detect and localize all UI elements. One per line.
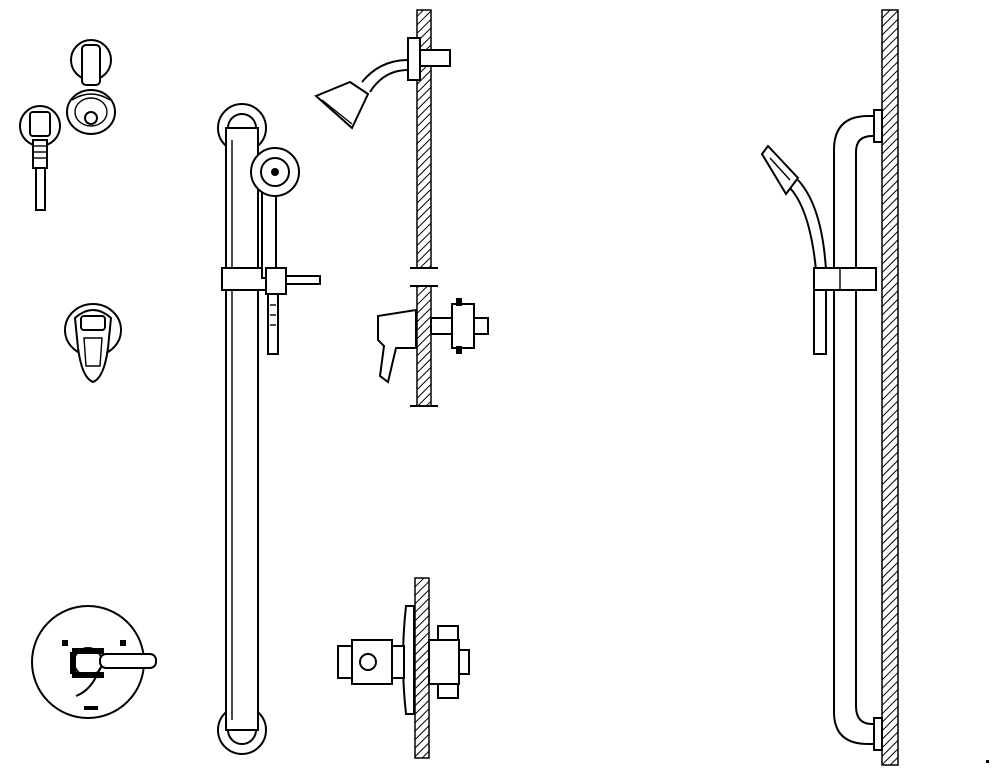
wall-section-vertical <box>410 9 438 759</box>
hand-shower-front-view <box>250 147 321 355</box>
grab-bar-front-view <box>217 103 273 755</box>
corner-mark <box>986 760 989 763</box>
grab-bar-side-view <box>833 109 883 751</box>
rough-in-valve-side-view <box>337 605 470 715</box>
shower-head-top-view <box>66 39 116 135</box>
valve-handle-top-view <box>19 105 61 211</box>
lever-handle-front-view <box>64 303 122 384</box>
valve-body-side-view <box>377 298 489 384</box>
wall-section-right <box>881 9 899 766</box>
fixed-shower-head-side-view <box>314 37 451 130</box>
hand-shower-side-view <box>760 144 877 355</box>
trim-plate-front-view <box>31 605 157 719</box>
